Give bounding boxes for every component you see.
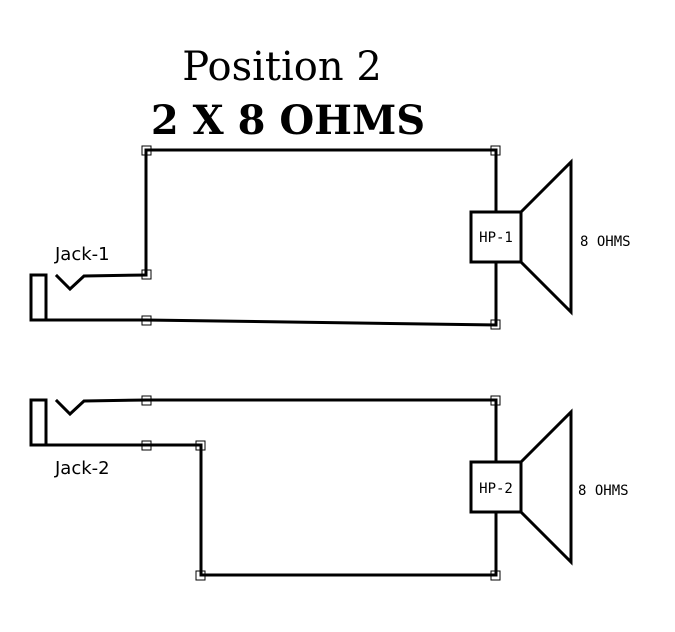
node [490,145,501,156]
jack-1-sleeve [29,273,48,322]
jack-1-symbol [29,273,148,322]
jack-2-label: Jack-2 [54,458,110,479]
diagram-title: Position 2 [182,44,382,90]
diagram-subtitle: 2 X 8 OHMS [151,97,425,144]
speaker-2-symbol: HP-2 [469,408,573,566]
node [490,395,501,406]
node [490,570,501,581]
node [490,319,501,330]
jack-1-tip [54,273,148,292]
speaker-2-impedance: 8 OHMS [578,483,629,499]
node [141,145,152,156]
jack-2-tip [54,398,148,417]
wire-bottom-1 [144,318,498,327]
speaker-2-cone [519,408,573,566]
speaker-1-label: HP-1 [479,230,513,246]
speaker-2-box [469,460,523,514]
speaker-2-label: HP-2 [479,481,513,497]
circuit-2: Jack-2 HP-2 8 OHMS [29,395,629,581]
node [141,269,152,280]
node [141,315,152,326]
speaker-1-cone [519,158,573,316]
node [141,395,152,406]
speaker-1-box [469,210,523,264]
circuit-1: Jack-1 HP-1 8 OHMS [29,145,631,330]
node [195,440,206,451]
speaker-1-impedance: 8 OHMS [580,234,631,250]
node [195,570,206,581]
jack-1-label: Jack-1 [54,244,110,265]
speaker-1-symbol: HP-1 [469,158,573,316]
node [141,440,152,451]
jack-2-sleeve [29,398,48,447]
jack-2-symbol [29,398,148,447]
